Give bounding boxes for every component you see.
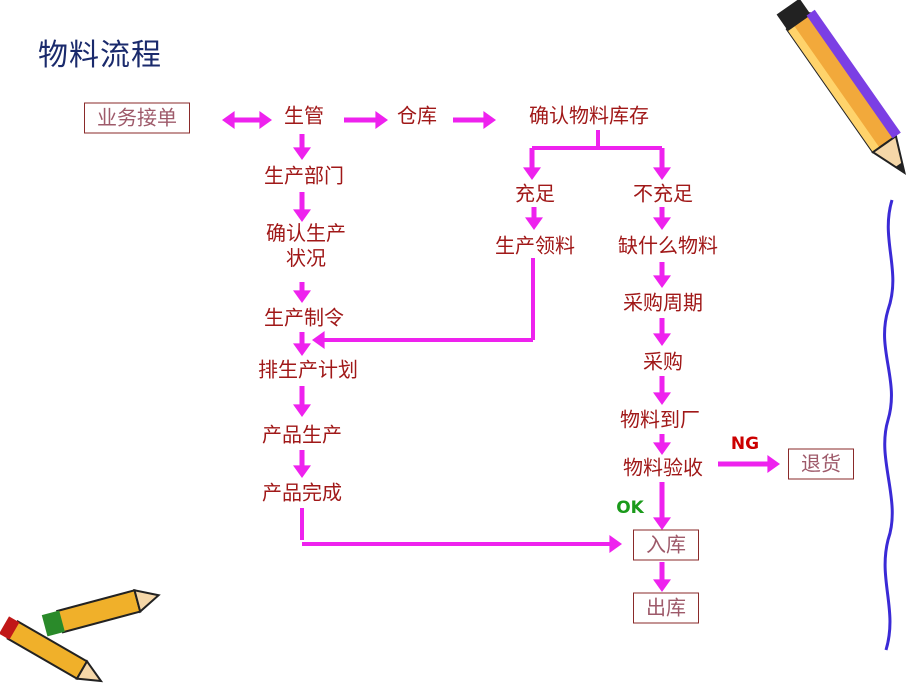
node-insufficient: 不充足 [633,181,693,206]
arrow-head [293,343,311,356]
pencil-icon [41,588,161,637]
arrow-head [525,217,543,230]
arrow-head [653,275,671,288]
node-stock-out: 出库 [633,592,699,624]
arrow-head [483,111,496,129]
pencil-icon [0,616,104,683]
node-order: 业务接单 [84,102,190,134]
node-sufficient: 充足 [515,181,555,206]
arrow-head [293,404,311,417]
node-material-inspect: 物料验收 [623,455,703,480]
node-product-prod: 产品生产 [262,422,342,447]
arrow-head [222,111,235,129]
node-stock-in: 入库 [633,529,699,561]
arrow-head [653,167,671,180]
wavy-border [883,199,895,651]
arrow-head [523,167,541,180]
ok-label: OK [616,498,644,518]
node-missing-material: 缺什么物料 [618,233,718,258]
arrow-head [653,392,671,405]
node-schedule: 排生产计划 [258,357,358,382]
node-material-arrival: 物料到厂 [620,407,700,432]
arrow-head [653,442,671,455]
pencil-icon [776,0,907,176]
arrow-head [293,465,311,478]
arrow-head [767,455,780,473]
arrow-head [653,217,671,230]
arrow-head [653,333,671,346]
node-confirm-stock: 确认物料库存 [529,103,649,128]
arrow-head [293,209,311,222]
node-purchase: 采购 [643,349,683,374]
arrow-head [609,535,622,553]
node-return-goods: 退货 [788,448,854,480]
node-prod-dept: 生产部门 [264,163,344,188]
arrow-head [653,579,671,592]
arrow-head [312,331,325,349]
arrow-head [259,111,272,129]
node-warehouse: 仓库 [397,103,437,128]
node-prod-picking: 生产领料 [495,233,575,258]
node-production-mgmt: 生管 [284,103,324,128]
arrow-head [653,517,671,530]
node-product-done: 产品完成 [262,480,342,505]
ng-label: NG [730,434,760,454]
node-confirm-prod-status: 确认生产 状况 [266,221,346,270]
arrow-head [293,290,311,303]
node-purchase-cycle: 采购周期 [623,290,703,315]
arrow-head [293,147,311,160]
page-title: 物料流程 [38,38,162,73]
arrow-head [375,111,388,129]
node-prod-order: 生产制令 [264,305,344,330]
